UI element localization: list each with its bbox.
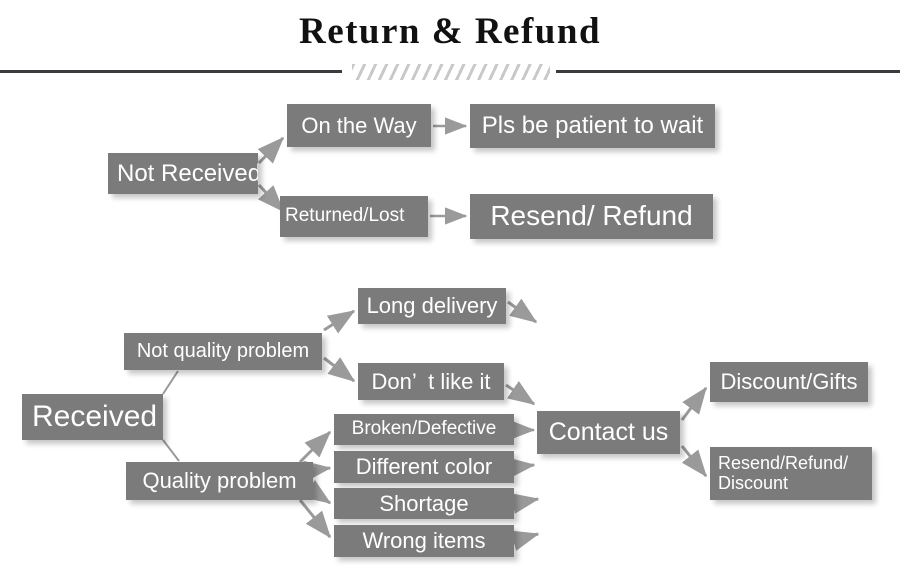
node-dont-like-it[interactable]: Don’ t like it	[358, 363, 504, 400]
edge-wrong-items-to-contact-us	[510, 530, 540, 551]
edge-quality-to-broken-defective	[298, 430, 332, 464]
node-quality-problem[interactable]: Quality problem	[126, 462, 313, 500]
node-not-received[interactable]: Not Received	[108, 153, 258, 194]
node-contact-us[interactable]: Contact us	[537, 411, 680, 454]
node-resend-refund[interactable]: Resend/ Refund	[470, 194, 713, 239]
edge-quality-to-shortage	[303, 479, 332, 505]
edge-quality-to-wrong-items	[298, 499, 332, 539]
node-received[interactable]: Received	[22, 394, 163, 440]
node-pls-be-patient[interactable]: Pls be patient to wait	[470, 104, 715, 148]
edge-shortage-to-contact-us	[511, 493, 540, 514]
node-shortage[interactable]: Shortage	[334, 488, 514, 519]
node-not-quality-problem[interactable]: Not quality problem	[124, 333, 322, 370]
node-wrong-items[interactable]: Wrong items	[334, 525, 514, 557]
title-divider	[0, 64, 900, 80]
node-different-color[interactable]: Different color	[334, 451, 514, 483]
divider-rule-right	[556, 70, 900, 73]
node-broken-defective[interactable]: Broken/Defective	[334, 414, 514, 445]
node-long-delivery[interactable]: Long delivery	[358, 288, 506, 324]
edge-contact-us-to-resend-refund-discount	[680, 445, 708, 478]
edge-dont-like-it-to-contact-us	[505, 380, 536, 406]
node-resend-refund-discount[interactable]: Resend/Refund/ Discount	[710, 447, 872, 500]
edge-long-delivery-to-contact-us	[507, 298, 538, 324]
diagonal-hatch-divider-icon	[352, 64, 550, 80]
divider-rule-left	[0, 70, 342, 73]
edge-received-to-not-quality	[162, 370, 179, 395]
edge-received-to-quality-problem	[162, 439, 180, 462]
edge-contact-us-to-discount-gifts	[680, 386, 708, 421]
page-title: Return & Refund	[298, 11, 602, 52]
node-discount-gifts[interactable]: Discount/Gifts	[710, 362, 868, 402]
edge-not-received-to-on-the-way	[257, 136, 285, 165]
edge-quality-to-different-color	[303, 460, 332, 482]
node-returned-lost[interactable]: Returned/Lost	[280, 196, 428, 237]
node-on-the-way[interactable]: On the Way	[287, 104, 431, 147]
edge-different-color-to-contact-us	[507, 457, 536, 479]
edge-not-quality-to-long-delivery	[323, 309, 356, 334]
edge-not-quality-to-dont-like-it	[323, 356, 356, 383]
